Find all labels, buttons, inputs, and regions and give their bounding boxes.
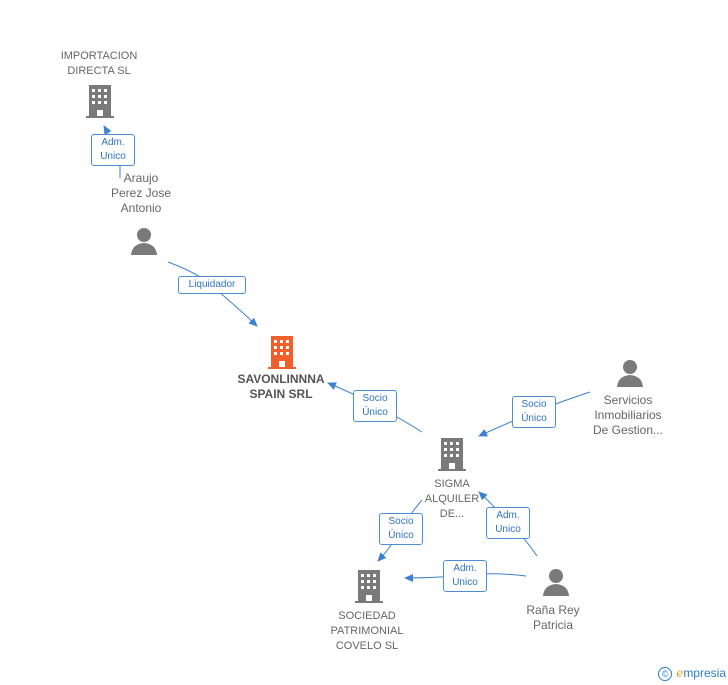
node-label-sigma[interactable]: SIGMA ALQUILER DE...: [424, 478, 480, 520]
node-label-rana[interactable]: Raña Rey Patricia: [526, 603, 580, 632]
node-label-importacion[interactable]: IMPORTACION DIRECTA SL: [60, 50, 138, 77]
edge-label-adm-unico-sigma[interactable]: Adm. Unico: [486, 507, 530, 539]
edge-line-liquidador: [167, 261, 258, 327]
edge-label-socio-unico-servicios[interactable]: Socio Único: [512, 396, 556, 428]
building-icon-sigma[interactable]: [438, 438, 466, 471]
empresia-logo[interactable]: ©empresia: [658, 666, 726, 681]
node-label-araujo[interactable]: Araujo Perez Jose Antonio: [110, 171, 172, 215]
brand-initial: e: [676, 666, 684, 680]
building-icon-importacion[interactable]: [86, 84, 114, 118]
person-icon-servicios[interactable]: [617, 360, 643, 387]
brand-name: mpresia: [683, 666, 726, 680]
node-label-savonlinnna[interactable]: SAVONLINNNA SPAIN SRL: [237, 372, 325, 401]
edge-label-adm-unico-importacion[interactable]: Adm. Unico: [91, 134, 135, 166]
building-icon-sociedad[interactable]: [355, 570, 383, 603]
node-label-sociedad[interactable]: SOCIEDAD PATRIMONIAL COVELO SL: [330, 610, 404, 652]
edge-label-socio-unico-sociedad[interactable]: Socio Único: [379, 513, 423, 545]
copyright-icon: ©: [658, 667, 673, 681]
node-label-servicios[interactable]: Servicios Inmobiliarios De Gestion...: [592, 393, 664, 437]
edge-label-adm-unico-sociedad[interactable]: Adm. Unico: [443, 560, 487, 592]
person-icon-rana[interactable]: [543, 569, 569, 596]
edge-label-liquidador[interactable]: Liquidador: [178, 276, 246, 294]
edge-label-socio-unico-savonlinnna[interactable]: Socio Único: [353, 390, 397, 422]
building-icon-savonlinnna[interactable]: [268, 336, 296, 369]
person-icon-araujo[interactable]: [131, 228, 157, 255]
